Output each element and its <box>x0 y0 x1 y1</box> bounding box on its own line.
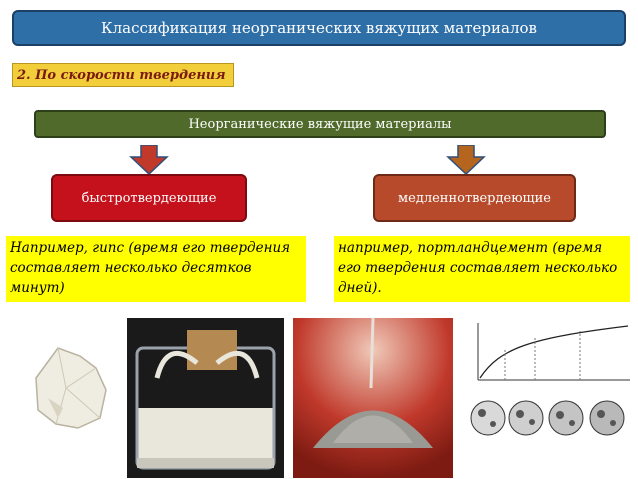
gypsum-rock-image <box>18 318 118 478</box>
node-fast-hardening: быстротвердеющие <box>51 174 247 222</box>
arrow-down-icon-right <box>446 145 486 175</box>
slide-title: Классификация неорганических вяжущих мат… <box>12 10 626 46</box>
section-subtitle: 2. По скорости твердения <box>12 63 234 87</box>
note-portland-cement: например, портландцемент (время его твер… <box>334 236 630 302</box>
gypsum-container-image <box>127 318 284 478</box>
root-node: Неорганические вяжущие материалы <box>34 110 606 138</box>
node-slow-hardening: медленнотвердеющие <box>373 174 576 222</box>
cement-pile-image <box>293 318 453 478</box>
note-gypsum: Например, гипс (время его твердения сост… <box>6 236 306 302</box>
hardening-chart-figure <box>460 318 635 478</box>
arrow-down-icon-left <box>129 145 169 175</box>
